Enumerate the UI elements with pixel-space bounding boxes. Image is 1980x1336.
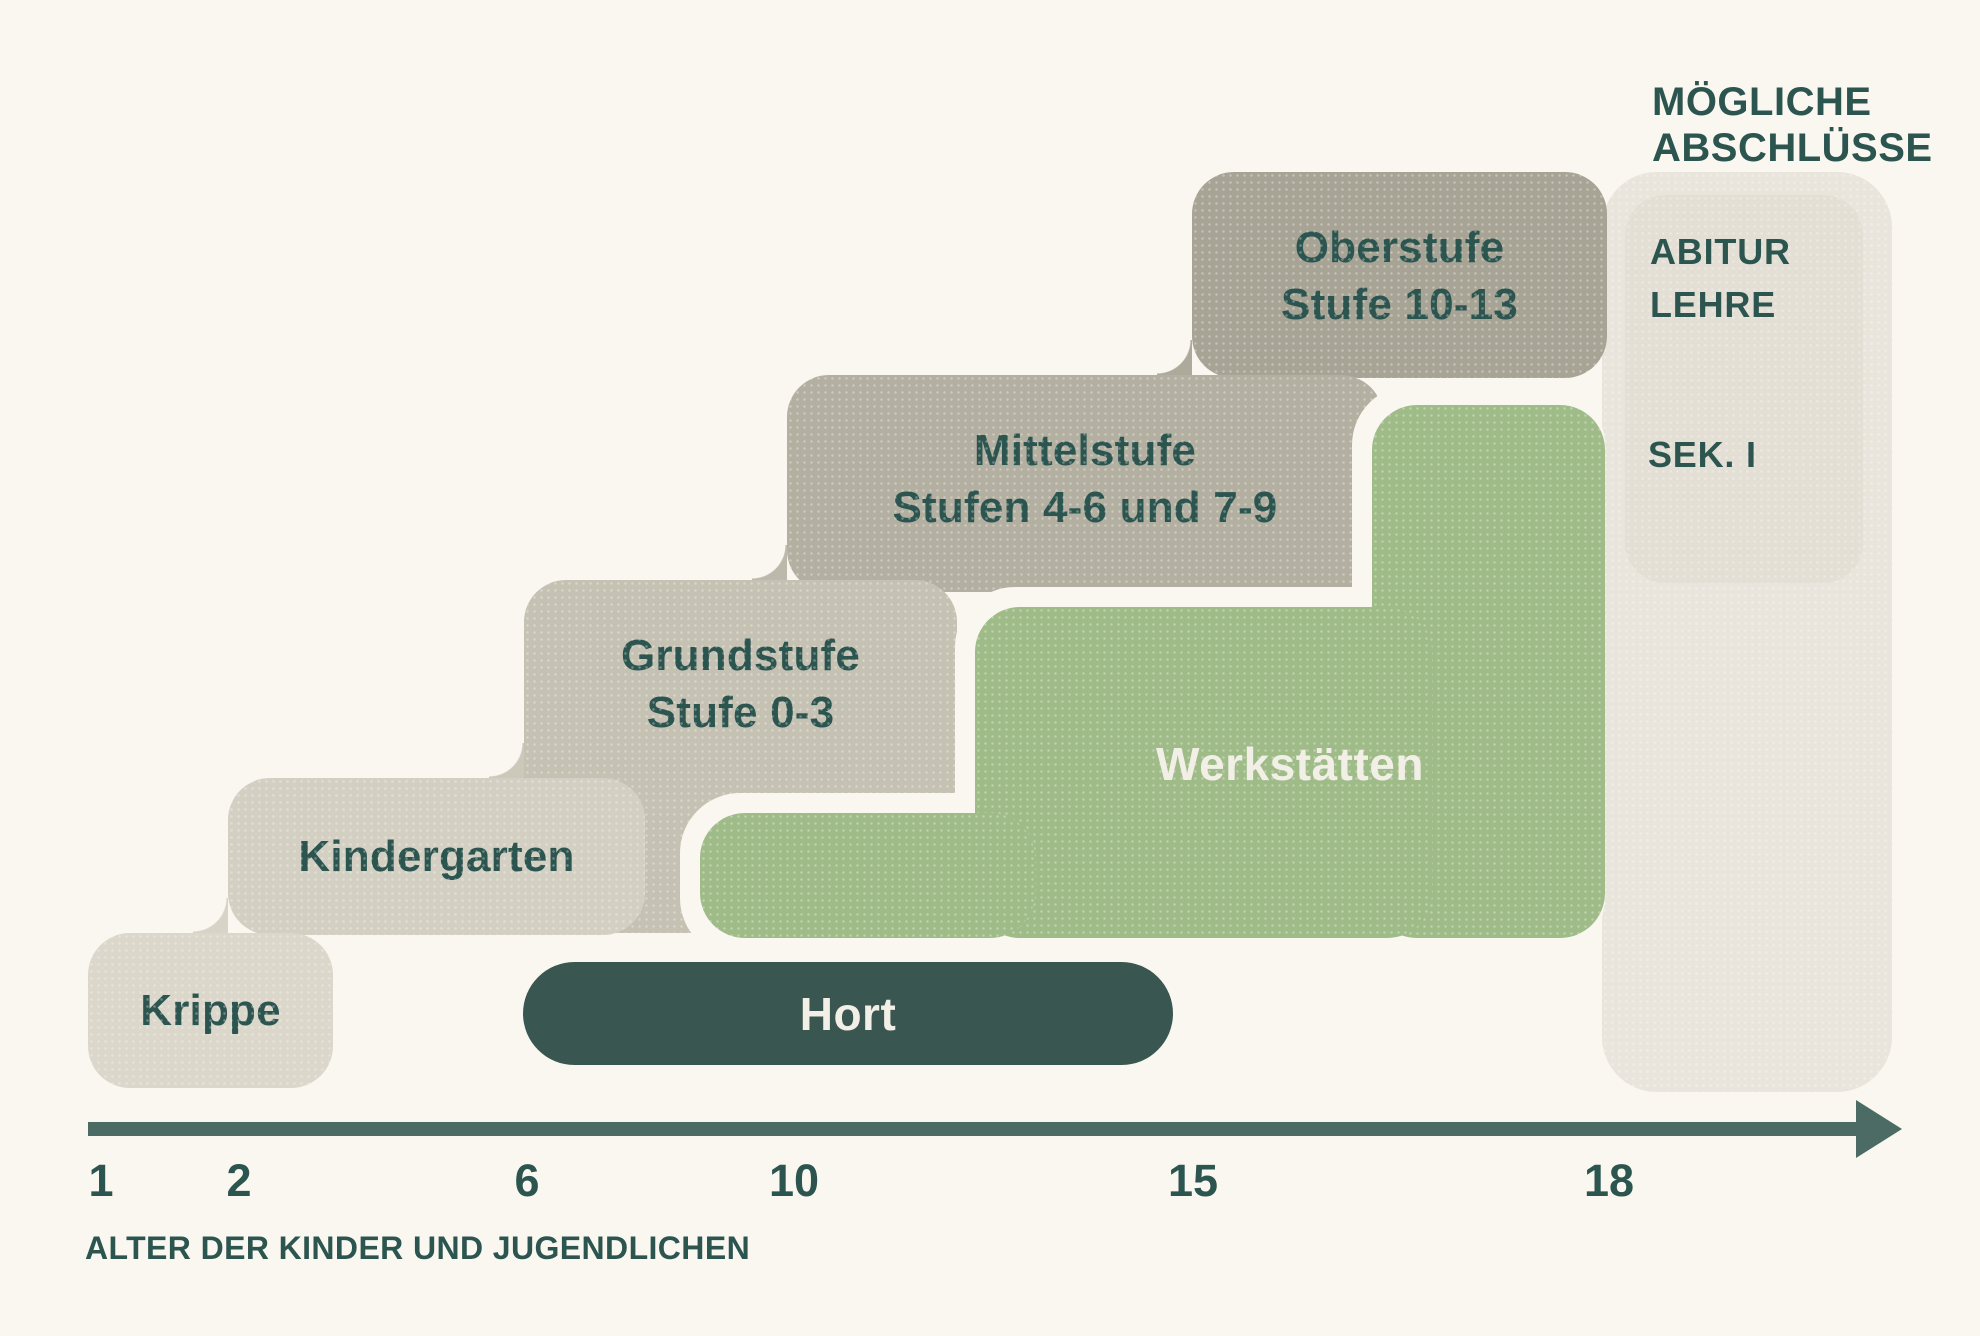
grundstufe-label: Grundstufe Stufe 0-3 (620, 631, 861, 737)
corner-fillet (1157, 340, 1192, 375)
stage-block-kindergarten: Kindergarten (228, 778, 645, 935)
age-tick-18: 18 (1583, 1155, 1635, 1206)
age-tick-6: 6 (514, 1155, 540, 1206)
werkstaetten-label: Werkstätten (1156, 738, 1424, 790)
qualification-item-sek1: SEK. I (1648, 434, 1757, 475)
age-tick-2: 2 (226, 1155, 252, 1206)
krippe-label: Krippe (140, 986, 281, 1035)
qualifications-title-line1: MÖGLICHE (1652, 80, 1872, 124)
hort-pill: Hort (523, 962, 1173, 1065)
corner-fillet (752, 545, 787, 580)
mittelstufe-label: Mittelstufe Stufen 4-6 und 7-9 (892, 426, 1278, 532)
stage-block-mittelstufe: Mittelstufe Stufen 4-6 und 7-9 (787, 375, 1383, 592)
age-axis-label: ALTER DER KINDER UND JUGENDLICHEN (85, 1230, 751, 1266)
stage-block-krippe: Krippe (88, 933, 333, 1088)
qualifications-title: MÖGLICHE ABSCHLÜSSE (1652, 79, 1933, 171)
stage-block-oberstufe: Oberstufe Stufe 10-13 (1192, 172, 1607, 378)
qualifications-title-line2: ABSCHLÜSSE (1652, 126, 1933, 170)
age-tick-15: 15 (1167, 1155, 1219, 1206)
age-axis-arrowhead (1856, 1100, 1902, 1158)
hort-label: Hort (799, 987, 897, 1040)
age-tick-1: 1 (88, 1155, 114, 1206)
werkstaetten-segment-middle (975, 607, 1432, 938)
corner-fillet (489, 743, 524, 778)
kindergarten-label: Kindergarten (298, 832, 575, 881)
qualifications-box (1625, 195, 1863, 583)
werkstaetten-segment-left (700, 813, 1035, 938)
qualification-item-abitur: ABITUR (1650, 231, 1791, 272)
qualification-item-lehre: LEHRE (1650, 284, 1777, 325)
age-axis-line (88, 1122, 1860, 1136)
age-tick-10: 10 (768, 1155, 820, 1206)
corner-fillet (193, 898, 228, 933)
oberstufe-label: Oberstufe Stufe 10-13 (1281, 223, 1518, 329)
